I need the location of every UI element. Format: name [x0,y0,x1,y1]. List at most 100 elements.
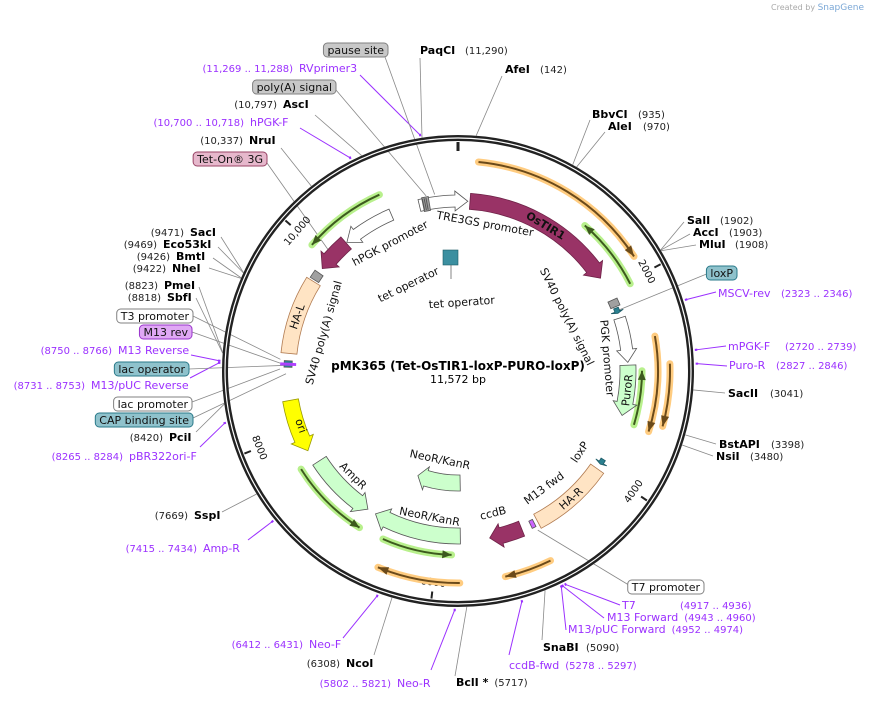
tick-mark [640,495,648,502]
binding-arc-glow [374,563,464,587]
primer-range: (8731 .. 8753) [14,381,86,392]
enzyme-name: BbvCI [592,108,628,121]
primer-name: M13 Forward [607,611,678,624]
feature-label: NeoR/KanR [409,447,472,472]
enzyme-position: (8823) [125,281,158,292]
binding-arc-arrowhead [647,420,656,432]
tet-operator-stripe [423,198,427,211]
primer-range: (2827 .. 2846) [776,361,848,372]
primer-name: MSCV-rev [718,287,771,300]
primer-range: (11,269 .. 11,288) [203,64,294,75]
enzyme-name: NheI [172,262,201,275]
tet-operator-stripe [425,197,429,210]
feature-callout-label: lac operator [118,363,185,376]
feature-callout-label: loxP [710,267,733,280]
enzyme-name: NcoI [346,657,373,670]
feature-callout-label: T3 promoter [120,310,190,323]
ostir1-feature [468,192,604,279]
primer-name: pBR322ori-F [129,450,197,463]
binding-arc-arrowhead [349,519,360,528]
ha-l-feature [280,276,321,355]
enzyme-position: (935) [638,110,665,121]
credit-text: Created by [771,3,816,12]
enzyme-name: SacI [190,226,216,239]
enzyme-position: (1908) [735,240,768,251]
neor-kanr-feature [417,465,461,492]
primer-leader-line [695,345,727,351]
primer-leader-line [430,609,456,671]
callout-leader-line [191,331,281,364]
enzyme-leader-line [198,286,224,353]
leader-lines [188,56,728,677]
ha-r-feature [533,463,605,529]
tet-on-3g-feature [320,236,352,270]
plasmid-name: pMK365 (Tet-OsTIR1-loxP-PURO-loxP) [331,359,585,373]
enzyme-position: (142) [540,65,567,76]
enzyme-position: (6308) [307,659,340,670]
snapgene-credit: Created by SnapGene [771,3,864,13]
tick-label: 8000 [249,434,268,462]
tet-operator-stripe [421,198,426,211]
enzyme-leader-line [572,119,591,165]
primer-name: hPGK-F [250,116,288,129]
enzyme-leader-line [541,590,546,641]
feature-callout-box [252,79,337,95]
enzyme-name: MluI [699,238,726,251]
enzyme-name: BmtI [176,250,205,263]
enzyme-name: SbfI [167,291,192,304]
primer-bind-mark [280,363,297,366]
tick-label: 10,000 [282,215,313,249]
feature-callout-box [322,42,389,58]
primer-range: (4952 .. 4974) [672,625,744,636]
primer-bind-mark [280,362,297,365]
primer-site-mark [520,599,524,603]
primer-range: (4943 .. 4960) [684,613,756,624]
callout-leader-line [384,56,436,195]
binding-arc-arrowhead [624,245,634,257]
primer-name: mPGK-F [728,340,770,353]
enzyme-position: (9469) [124,240,157,251]
feature-callout-label: lac promoter [118,398,189,411]
enzyme-position: (9422) [133,264,166,275]
enzyme-position: (1902) [720,216,753,227]
feature-callout-label: Tet-On® 3G [196,153,263,166]
enzyme-leader-line [221,493,257,513]
sv40-poly-a-signal-feature [607,297,621,310]
primer-range: (8750 .. 8766) [41,346,113,357]
primer-site-mark [375,594,379,598]
enzyme-name: PmeI [164,279,195,292]
enzyme-leader-line [220,236,244,273]
primer-leader-line [190,354,220,362]
feature-callout-label: poly(A) signal [257,81,332,94]
enzyme-name: SnaBI [543,641,579,654]
enzyme-name: AleI [608,120,632,133]
primer-name: M13/pUC Reverse [91,379,189,392]
enzyme-name: BstAPI [719,438,760,451]
primer-range: (10,700 .. 10,718) [154,118,245,129]
callout-leader-line [335,89,427,197]
enzyme-position: (3398) [771,440,804,451]
sv40-poly-a-signal-feature [309,269,324,284]
feature-callout-box [705,265,738,281]
binding-arc-arrowhead [442,550,452,559]
primer-range: (5802 .. 5821) [320,679,392,690]
primer-site-mark [559,584,563,589]
loxp-feature [610,306,624,315]
enzyme-name: NsiI [716,450,740,463]
enzyme-position: (5717) [494,678,527,689]
enzyme-leader-line [373,597,393,656]
ampr-feature [312,455,369,513]
primer-name: Puro-R [729,359,766,372]
callout-leader-line [192,373,287,419]
enzyme-leader-line [195,403,225,433]
enzyme-name: AscI [283,98,309,111]
tick-label: 2000 [635,258,657,286]
primer-leader-line [685,291,717,301]
enzyme-position: (3480) [750,452,783,463]
tick-mark [244,450,252,455]
enzyme-leader-line [217,246,244,274]
feature-callout-box [116,308,194,324]
enzyme-position: (7669) [155,511,188,522]
tick-label: 4000 [622,478,645,505]
